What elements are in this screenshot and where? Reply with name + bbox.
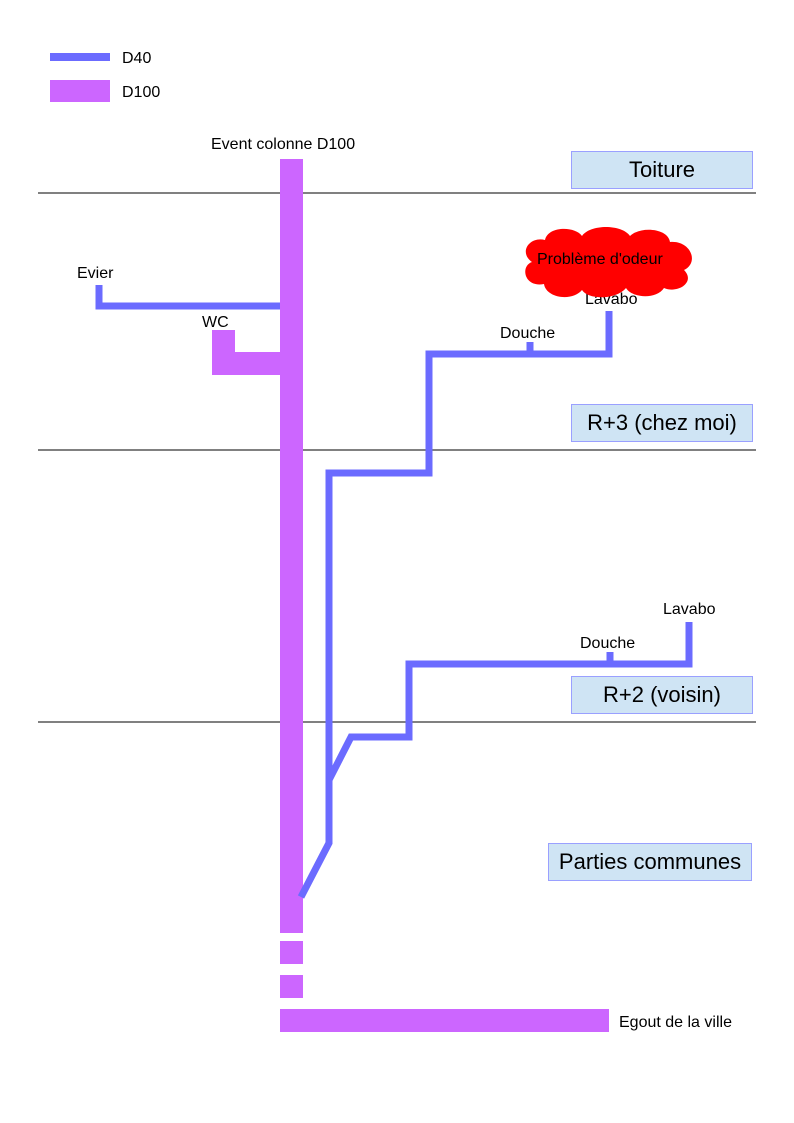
problem-label: Problème d'odeur bbox=[537, 251, 663, 268]
sewer-label: Egout de la ville bbox=[619, 1014, 732, 1031]
r3-drain-d40 bbox=[297, 311, 613, 899]
cloud-shape bbox=[525, 227, 692, 298]
zone-label-r2: R+2 (voisin) bbox=[571, 676, 753, 714]
zone-label-toiture: Toiture bbox=[571, 151, 753, 189]
problem-cloud: Problème d'odeur bbox=[525, 227, 692, 298]
r2-drain-d40 bbox=[325, 622, 693, 782]
zone-label-r3: R+3 (chez moi) bbox=[571, 404, 753, 442]
wc-label: WC bbox=[202, 314, 229, 331]
r2-lavabo-label: Lavabo bbox=[663, 601, 716, 618]
stack-segment-dash-2 bbox=[280, 975, 303, 998]
zone-label-parties-communes: Parties communes bbox=[548, 843, 752, 881]
evier-label: Evier bbox=[77, 265, 114, 282]
wc-branch-d100 bbox=[212, 330, 280, 375]
legend-label-d40: D40 bbox=[122, 50, 151, 67]
legend: D40 D100 bbox=[50, 50, 160, 102]
evier-branch-d40 bbox=[95, 285, 280, 310]
r3-douche-label: Douche bbox=[500, 325, 555, 342]
stack-segment-dash-1 bbox=[280, 941, 303, 964]
r2-douche-label: Douche bbox=[580, 635, 635, 652]
legend-swatch-d40 bbox=[50, 53, 110, 61]
sewer-pipe bbox=[280, 1009, 609, 1032]
vent-label: Event colonne D100 bbox=[211, 136, 355, 153]
main-stack-d100 bbox=[280, 159, 303, 933]
legend-label-d100: D100 bbox=[122, 84, 160, 101]
legend-swatch-d100 bbox=[50, 80, 110, 102]
